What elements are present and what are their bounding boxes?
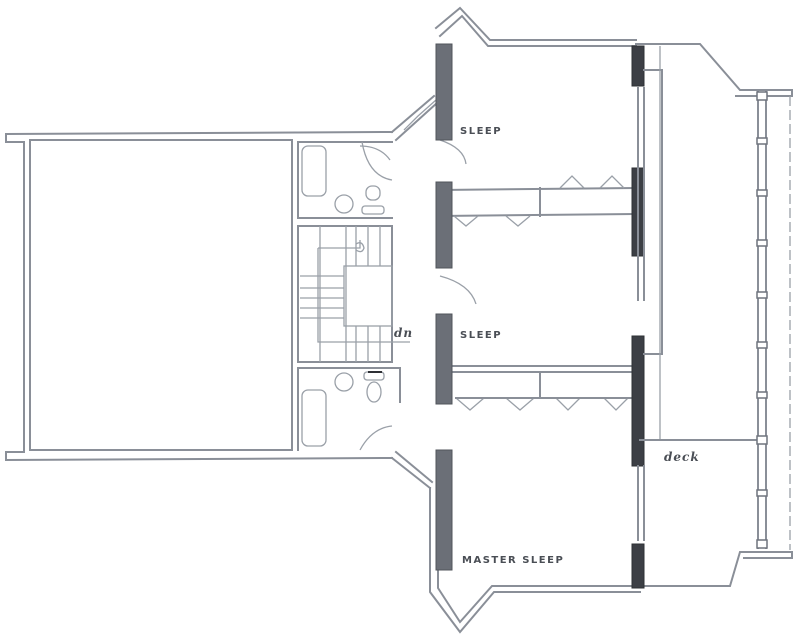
bath-lower: [297, 367, 401, 451]
deck-structure: [637, 46, 791, 550]
stair: [297, 225, 410, 363]
exterior-walls: [390, 6, 793, 634]
stair-direction-label: dn: [394, 326, 414, 340]
deck-label: deck: [664, 450, 700, 464]
hall-doors: [361, 99, 477, 305]
room-label-master-sleep: MASTER SLEEP: [462, 555, 565, 566]
room-label-sleep-upper: SLEEP: [460, 126, 503, 137]
room-dividers: [438, 175, 638, 411]
room-label-sleep-middle: SLEEP: [460, 330, 503, 341]
bath-upper: [297, 141, 393, 219]
left-large-room: [4, 130, 394, 462]
closet-walls: [435, 43, 645, 589]
